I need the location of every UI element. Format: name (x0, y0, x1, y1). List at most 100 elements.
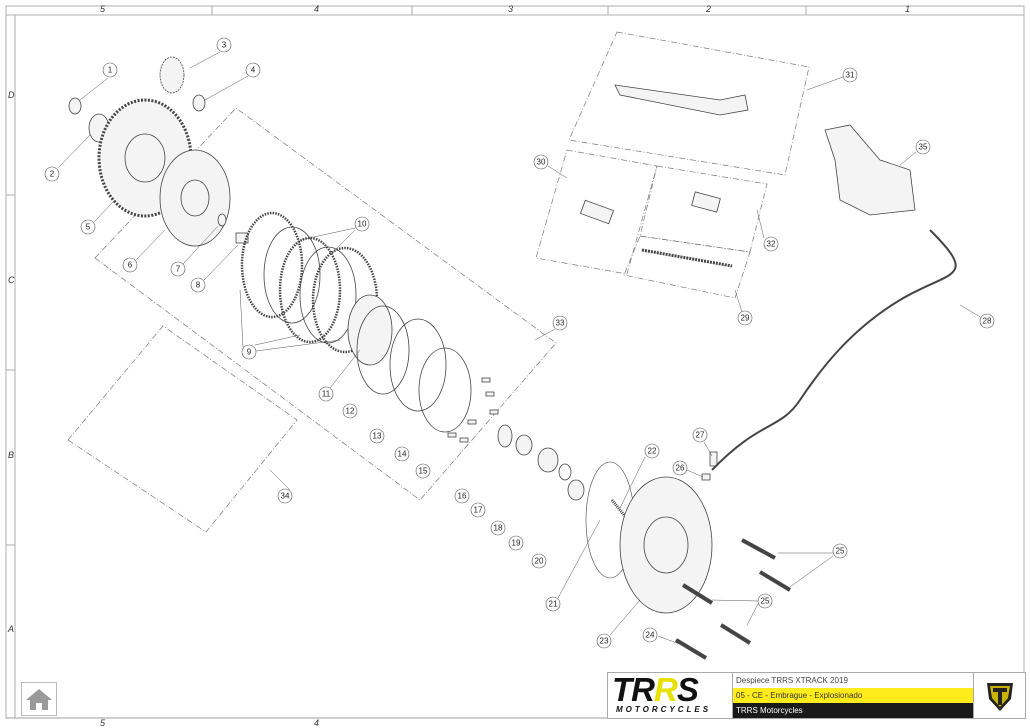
callout-number: 33 (556, 319, 565, 328)
callout-20: 20 (531, 553, 547, 569)
callout-number: 5 (86, 223, 91, 232)
title-block: TRRS MOTORCYCLES Despiece TRRS XTRACK 20… (607, 671, 1026, 719)
part-bleeder-27 (709, 451, 718, 467)
part-bolts-24-25 (674, 538, 792, 660)
callout-number: 35 (919, 143, 928, 152)
callout-circle (672, 460, 688, 476)
callout-30: 30 (533, 154, 549, 170)
callout-27: 27 (692, 427, 708, 443)
callout-number: 23 (600, 637, 609, 646)
callout-29: 29 (737, 310, 753, 326)
callout-34: 34 (277, 488, 293, 504)
callout-35: 35 (915, 139, 931, 155)
callout-circle (545, 596, 561, 612)
callout-circle (979, 313, 995, 329)
callout-10: 10 (354, 216, 370, 232)
callout-9: 9 (241, 344, 257, 360)
callout-number: 29 (741, 314, 750, 323)
part-master-cylinder-35 (824, 124, 916, 216)
callout-circle (533, 154, 549, 170)
callout-number: 14 (398, 450, 407, 459)
part-steel-discs-10 (263, 226, 357, 344)
callout-11: 11 (318, 386, 334, 402)
callout-15: 15 (415, 463, 431, 479)
callout-circle (454, 488, 470, 504)
part-lever-31 (614, 84, 749, 116)
trrs-logo: TRRS MOTORCYCLES (608, 671, 733, 718)
callout-number: 8 (196, 281, 201, 290)
callout-circle (190, 277, 206, 293)
callout-number: 17 (474, 506, 483, 515)
callout-12: 12 (342, 403, 358, 419)
callout-number: 4 (251, 66, 256, 75)
callout-circle (763, 236, 779, 252)
callout-number: 22 (648, 447, 657, 456)
callout-circle (757, 593, 773, 609)
part-bushing-18 (537, 447, 559, 473)
callout-circle (508, 535, 524, 551)
callout-circle (470, 502, 486, 518)
callout-number: 20 (535, 557, 544, 566)
callout-circle (216, 37, 232, 53)
callout-18: 18 (490, 520, 506, 536)
svg-text:4: 4 (314, 4, 319, 14)
drawing-title: Despiece TRRS XTRACK 2019 (736, 676, 848, 685)
callout-circle (241, 344, 257, 360)
callout-13: 13 (369, 428, 385, 444)
callout-number: 13 (373, 432, 382, 441)
callout-number: 12 (346, 407, 355, 416)
callout-circle (369, 428, 385, 444)
callout-number: 18 (494, 524, 503, 533)
callout-23: 23 (596, 633, 612, 649)
callout-number: 28 (983, 317, 992, 326)
callout-number: 32 (767, 240, 776, 249)
part-nut-4 (192, 94, 206, 112)
callout-circle (552, 315, 568, 331)
part-nut-8 (235, 232, 249, 244)
leader-lines (57, 51, 983, 649)
callout-circle (832, 543, 848, 559)
logo-sub: MOTORCYCLES (616, 705, 712, 714)
part-piston-20 (567, 479, 585, 501)
callout-28: 28 (979, 313, 995, 329)
callout-19: 19 (508, 535, 524, 551)
callout-number: 26 (676, 464, 685, 473)
callout-circle (170, 261, 186, 277)
callout-circle (531, 553, 547, 569)
callout-4: 4 (245, 62, 261, 78)
callout-number: 25 (836, 547, 845, 556)
callout-number: 7 (176, 265, 181, 274)
callout-circle (842, 67, 858, 83)
callout-17: 17 (470, 502, 486, 518)
callout-25: 25 (757, 593, 773, 609)
column-labels-bottom: 5 4 (100, 718, 319, 728)
callout-2: 2 (44, 166, 60, 182)
parts (68, 56, 957, 660)
callout-22: 22 (644, 443, 660, 459)
callout-circle (102, 62, 118, 78)
part-oring-19 (558, 463, 572, 481)
part-reservoir-cap-30 (579, 199, 615, 225)
callout-circle (915, 139, 931, 155)
callout-26: 26 (672, 460, 688, 476)
callout-7: 7 (170, 261, 186, 277)
part-plate-13 (389, 318, 447, 412)
part-bearing-17 (515, 434, 533, 456)
callout-33: 33 (552, 315, 568, 331)
svg-text:1: 1 (905, 4, 910, 14)
callout-number: 27 (696, 431, 705, 440)
part-washer-16 (497, 424, 513, 448)
part-clamp-32 (691, 191, 721, 213)
callout-circle (642, 627, 658, 643)
callout-circle (342, 403, 358, 419)
callout-14: 14 (394, 446, 410, 462)
part-pressure-plate-14 (418, 347, 472, 433)
callout-number: 21 (549, 600, 558, 609)
group-box-31 (568, 31, 810, 176)
callout-number: 11 (322, 390, 331, 399)
callout-25: 25 (832, 543, 848, 559)
home-button[interactable] (21, 682, 57, 716)
callout-8: 8 (190, 277, 206, 293)
trrs-shield-icon (973, 673, 1025, 718)
